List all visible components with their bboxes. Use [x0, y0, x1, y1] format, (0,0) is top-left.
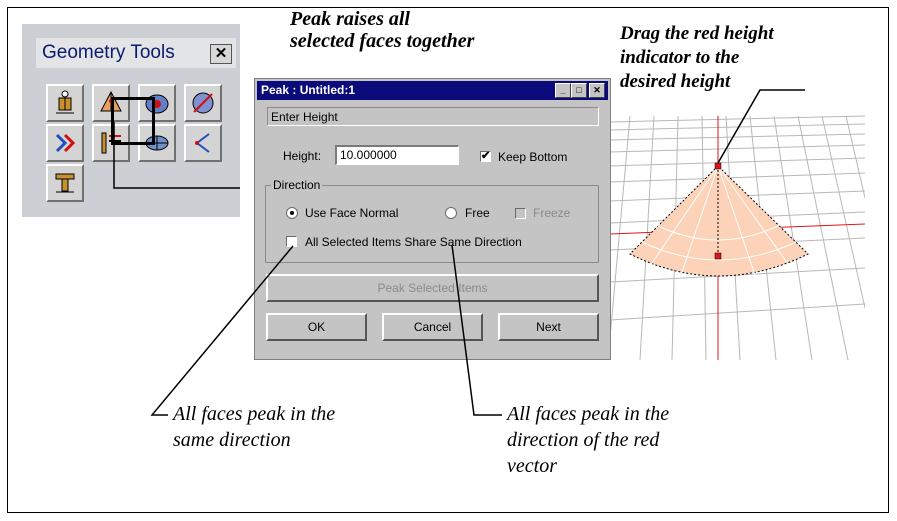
callout-share-direction — [150, 245, 294, 416]
selected-tool-highlight — [111, 97, 155, 145]
chevron-tool-icon[interactable] — [46, 124, 84, 162]
close-icon[interactable]: ✕ — [589, 83, 605, 98]
sphere-tool-icon[interactable] — [184, 84, 222, 122]
figure-frame — [7, 7, 889, 513]
height-indicator-base[interactable] — [714, 252, 722, 260]
share-direction-checkbox[interactable] — [286, 236, 297, 247]
keep-bottom-label: Keep Bottom — [498, 150, 568, 164]
freeze-checkbox — [515, 208, 526, 219]
3d-viewport[interactable] — [610, 108, 865, 360]
keep-bottom-checkbox[interactable]: ✔ — [480, 150, 491, 162]
dialog-title: Peak : Untitled:1 — [261, 83, 356, 97]
direction-label: Direction — [271, 178, 323, 192]
branch-tool-icon[interactable] — [184, 124, 222, 162]
dialog-title-bar[interactable]: Peak : Untitled:1 — [257, 81, 608, 100]
maximize-icon[interactable]: □ — [571, 83, 587, 98]
peak-dialog: Peak : Untitled:1 _ □ ✕ Enter Height Hei… — [254, 78, 611, 360]
annotation-drag-indicator: Drag the red height indicator to the des… — [620, 23, 774, 92]
geometry-tools-title-bar[interactable]: Geometry Tools ✕ — [36, 38, 236, 68]
callout-height-indicator — [717, 89, 805, 164]
freeze-label: Freeze — [533, 206, 571, 220]
geometry-tools-title: Geometry Tools — [42, 42, 175, 63]
annotation-same-direction: All faces peak in the same direction — [173, 403, 336, 451]
height-label: Height: — [283, 149, 322, 163]
disc-tool-icon[interactable] — [138, 84, 176, 122]
next-button[interactable]: Next — [498, 313, 599, 341]
peak-selected-items-button[interactable]: Peak Selected Items — [266, 274, 599, 302]
direction-group — [265, 185, 599, 263]
callout-free-radio — [451, 244, 502, 416]
height-input[interactable]: 10.000000 — [335, 145, 459, 165]
use-face-normal-label: Use Face Normal — [305, 206, 399, 220]
callout-peak-tool — [113, 122, 240, 189]
ok-button[interactable]: OK — [266, 313, 367, 341]
prompt-field: Enter Height — [267, 107, 599, 126]
annotation-peak-raises: Peak raises all selected faces together — [290, 8, 475, 52]
free-label: Free — [465, 206, 490, 220]
geometry-tools-palette: Geometry Tools ✕ — [22, 24, 240, 217]
viewport-scene — [610, 115, 865, 360]
cancel-button[interactable]: Cancel — [382, 313, 483, 341]
use-face-normal-radio[interactable] — [286, 207, 298, 219]
minimize-icon[interactable]: _ — [555, 83, 571, 98]
annotation-red-vector: All faces peak in the direction of the r… — [507, 403, 670, 477]
extrude-tool-icon[interactable] — [46, 164, 84, 202]
figure-tool-icon[interactable] — [46, 84, 84, 122]
close-icon[interactable]: ✕ — [210, 44, 232, 64]
share-direction-label: All Selected Items Share Same Direction — [305, 235, 522, 249]
mesh-tool-icon[interactable] — [138, 124, 176, 162]
free-radio[interactable] — [445, 207, 457, 219]
